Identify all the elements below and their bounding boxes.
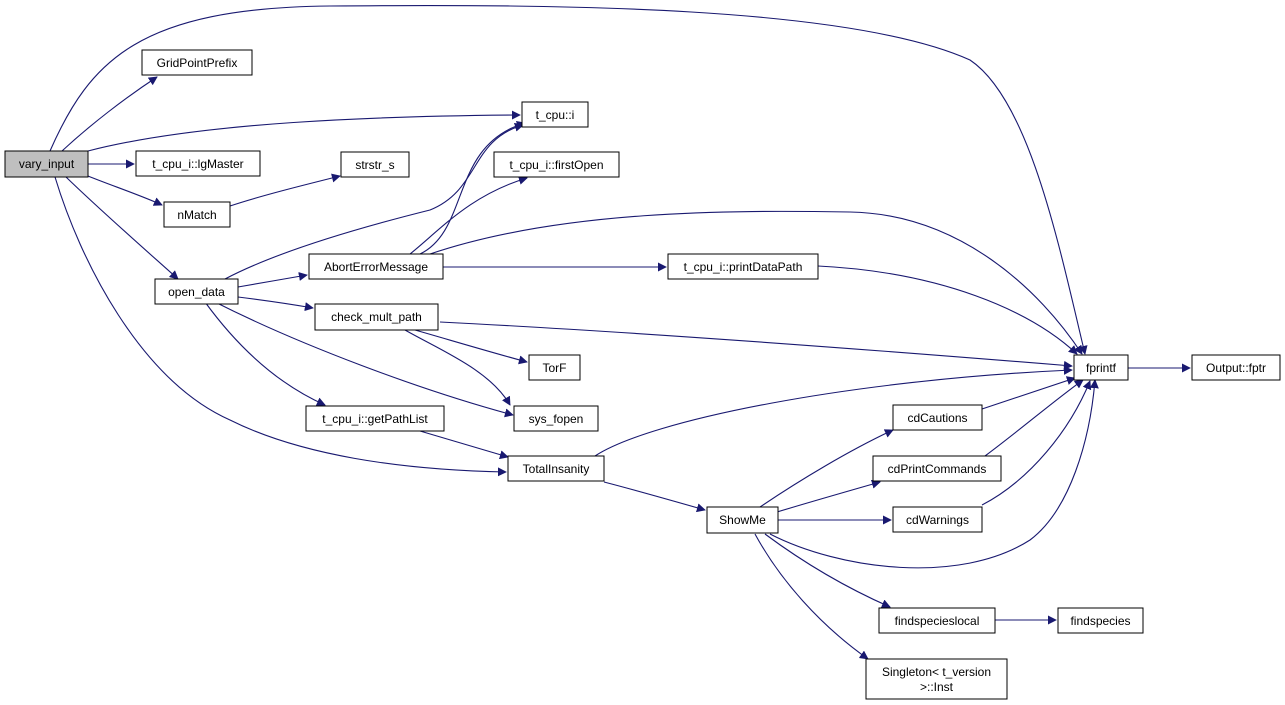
node-label-findspecieslocal: findspecieslocal [895, 614, 980, 628]
node-vary-input: vary_input [4, 150, 89, 178]
node-firstopen[interactable]: t_cpu_i::firstOpen [493, 151, 620, 178]
node-label-singleton-line2: >::Inst [920, 680, 954, 694]
edge-open-data-to-check-mult-path [237, 296, 314, 312]
edge-printdatapath-to-fprintf [817, 265, 1078, 355]
node-fprintf[interactable]: fprintf [1073, 354, 1129, 381]
node-label-aborterrormessage: AbortErrorMessage [324, 260, 428, 274]
node-check-mult-path[interactable]: check_mult_path [314, 303, 439, 331]
node-label-sys-fopen: sys_fopen [529, 412, 584, 426]
node-showme[interactable]: ShowMe [706, 506, 779, 534]
edge-open-data-to-t-cpu-i [224, 122, 524, 280]
edge-cdwarnings-to-fprintf [981, 380, 1092, 506]
edge-vary-input-to-fprintf [49, 4, 1088, 355]
edge-vary-input-to-nmatch [87, 175, 163, 206]
node-lgmaster[interactable]: t_cpu_i::lgMaster [135, 150, 261, 177]
edge-showme-to-cdcautions [759, 429, 894, 508]
node-torf[interactable]: TorF [528, 354, 581, 381]
node-label-open-data: open_data [168, 285, 225, 299]
edge-vary-input-to-t-cpu-i [87, 110, 521, 152]
node-label-lgmaster: t_cpu_i::lgMaster [152, 157, 243, 171]
node-label-output-fptr: Output::fptr [1206, 361, 1266, 375]
node-label-fprintf: fprintf [1086, 361, 1117, 375]
node-label-printdatapath: t_cpu_i::printDataPath [684, 260, 803, 274]
node-cdprintcommands[interactable]: cdPrintCommands [872, 455, 1002, 482]
edge-vary-input-to-totalinsanity [54, 176, 507, 477]
node-label-vary-input: vary_input [19, 157, 75, 171]
edge-check-mult-path-to-fprintf [439, 321, 1073, 370]
edge-check-mult-path-to-torf [414, 329, 528, 365]
edge-aborterrormessage-to-fprintf [429, 210, 1083, 355]
node-t-cpu-i[interactable]: t_cpu::i [521, 101, 589, 128]
edge-check-mult-path-to-sys-fopen [404, 329, 511, 406]
edges [49, 4, 1191, 660]
node-findspecies[interactable]: findspecies [1057, 607, 1144, 634]
node-label-torf: TorF [543, 361, 567, 375]
edge-nmatch-to-strstr-s [229, 173, 341, 207]
edge-aborterrormessage-to-firstopen [409, 176, 528, 255]
node-getpathlist[interactable]: t_cpu_i::getPathList [305, 405, 445, 432]
edge-showme-to-singleton [754, 533, 869, 660]
node-label-nmatch: nMatch [177, 208, 216, 222]
node-strstr-s[interactable]: strstr_s [340, 151, 410, 178]
edge-totalinsanity-to-showme [603, 481, 706, 513]
edge-showme-to-fprintf [769, 379, 1099, 569]
node-label-cdcautions: cdCautions [907, 411, 967, 425]
edge-showme-to-cdprintcommands [776, 479, 881, 513]
node-gridpointprefix[interactable]: GridPointPrefix [141, 49, 253, 76]
node-label-strstr-s: strstr_s [355, 158, 394, 172]
node-cdcautions[interactable]: cdCautions [892, 404, 983, 431]
node-singleton-t-version-inst[interactable]: Singleton< t_version >::Inst [865, 658, 1008, 700]
node-open-data[interactable]: open_data [154, 278, 239, 305]
node-totalinsanity[interactable]: TotalInsanity [507, 455, 605, 482]
node-aborterrormessage[interactable]: AbortErrorMessage [308, 253, 444, 280]
edge-totalinsanity-to-fprintf [594, 365, 1073, 457]
node-sys-fopen[interactable]: sys_fopen [513, 405, 599, 432]
node-label-t-cpu-i: t_cpu::i [536, 108, 575, 122]
node-output-fptr[interactable]: Output::fptr [1191, 354, 1281, 381]
node-label-gridpointprefix: GridPointPrefix [157, 56, 238, 70]
node-label-getpathlist: t_cpu_i::getPathList [322, 412, 428, 426]
edge-getpathlist-to-totalinsanity [419, 430, 509, 460]
node-label-showme: ShowMe [719, 513, 766, 527]
node-label-cdprintcommands: cdPrintCommands [888, 462, 987, 476]
node-nmatch[interactable]: nMatch [163, 201, 231, 228]
edge-aborterrormessage-to-t-cpu-i [419, 120, 526, 255]
node-label-singleton-line1: Singleton< t_version [882, 665, 991, 679]
edge-vary-input-to-gridpointprefix [61, 76, 158, 152]
node-label-totalinsanity: TotalInsanity [523, 462, 590, 476]
node-cdwarnings[interactable]: cdWarnings [892, 506, 983, 533]
edge-showme-to-findspecieslocal [764, 533, 891, 608]
edge-open-data-to-sys-fopen [214, 301, 514, 418]
node-printdatapath[interactable]: t_cpu_i::printDataPath [667, 253, 819, 280]
node-label-findspecies: findspecies [1070, 614, 1130, 628]
edge-vary-input-to-open-data [65, 176, 179, 280]
node-label-firstopen: t_cpu_i::firstOpen [509, 158, 603, 172]
edge-cdcautions-to-fprintf [981, 376, 1076, 410]
edge-open-data-to-aborterrormessage [237, 272, 308, 288]
edge-cdprintcommands-to-fprintf [984, 379, 1084, 457]
edge-open-data-to-getpathlist [204, 301, 326, 406]
node-label-check-mult-path: check_mult_path [331, 310, 422, 324]
node-findspecieslocal[interactable]: findspecieslocal [878, 607, 996, 634]
node-label-cdwarnings: cdWarnings [906, 513, 969, 527]
